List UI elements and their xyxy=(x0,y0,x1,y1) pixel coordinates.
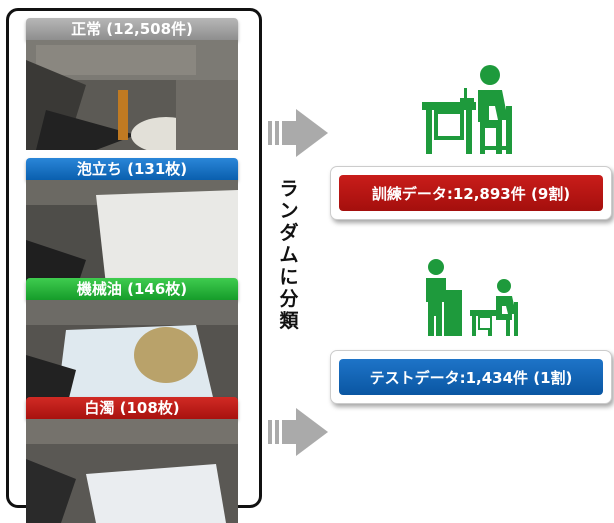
category-cloudy: 白濁 (108枚) xyxy=(26,397,238,523)
person-at-desk-icon xyxy=(422,65,512,154)
split-label: ラ ン ダ ム に 分 類 xyxy=(279,178,299,332)
category-image-normal xyxy=(26,40,238,150)
gray-arrow-icon xyxy=(268,408,328,456)
training-data-box: 訓練データ:12,893件 (9割) xyxy=(330,166,612,220)
training-data-label: 訓練データ:12,893件 (9割) xyxy=(339,175,603,211)
category-label: 機械油 (146枚) xyxy=(26,278,238,300)
test-data-box: テストデータ:1,434件 (1割) xyxy=(330,350,612,404)
test-data-label: テストデータ:1,434件 (1割) xyxy=(339,359,603,395)
category-label: 白濁 (108枚) xyxy=(26,397,238,419)
gray-arrow-icon xyxy=(268,109,328,157)
category-image-machine-oil xyxy=(26,300,238,410)
category-label: 正常 (12,508件) xyxy=(26,18,238,40)
category-image-foaming xyxy=(26,180,238,290)
category-normal: 正常 (12,508件) xyxy=(26,18,238,150)
category-machine-oil: 機械油 (146枚) xyxy=(26,278,238,410)
category-image-cloudy xyxy=(26,419,238,523)
teacher-student-icon xyxy=(426,259,518,336)
category-foaming: 泡立ち (131枚) xyxy=(26,158,238,290)
category-label: 泡立ち (131枚) xyxy=(26,158,238,180)
